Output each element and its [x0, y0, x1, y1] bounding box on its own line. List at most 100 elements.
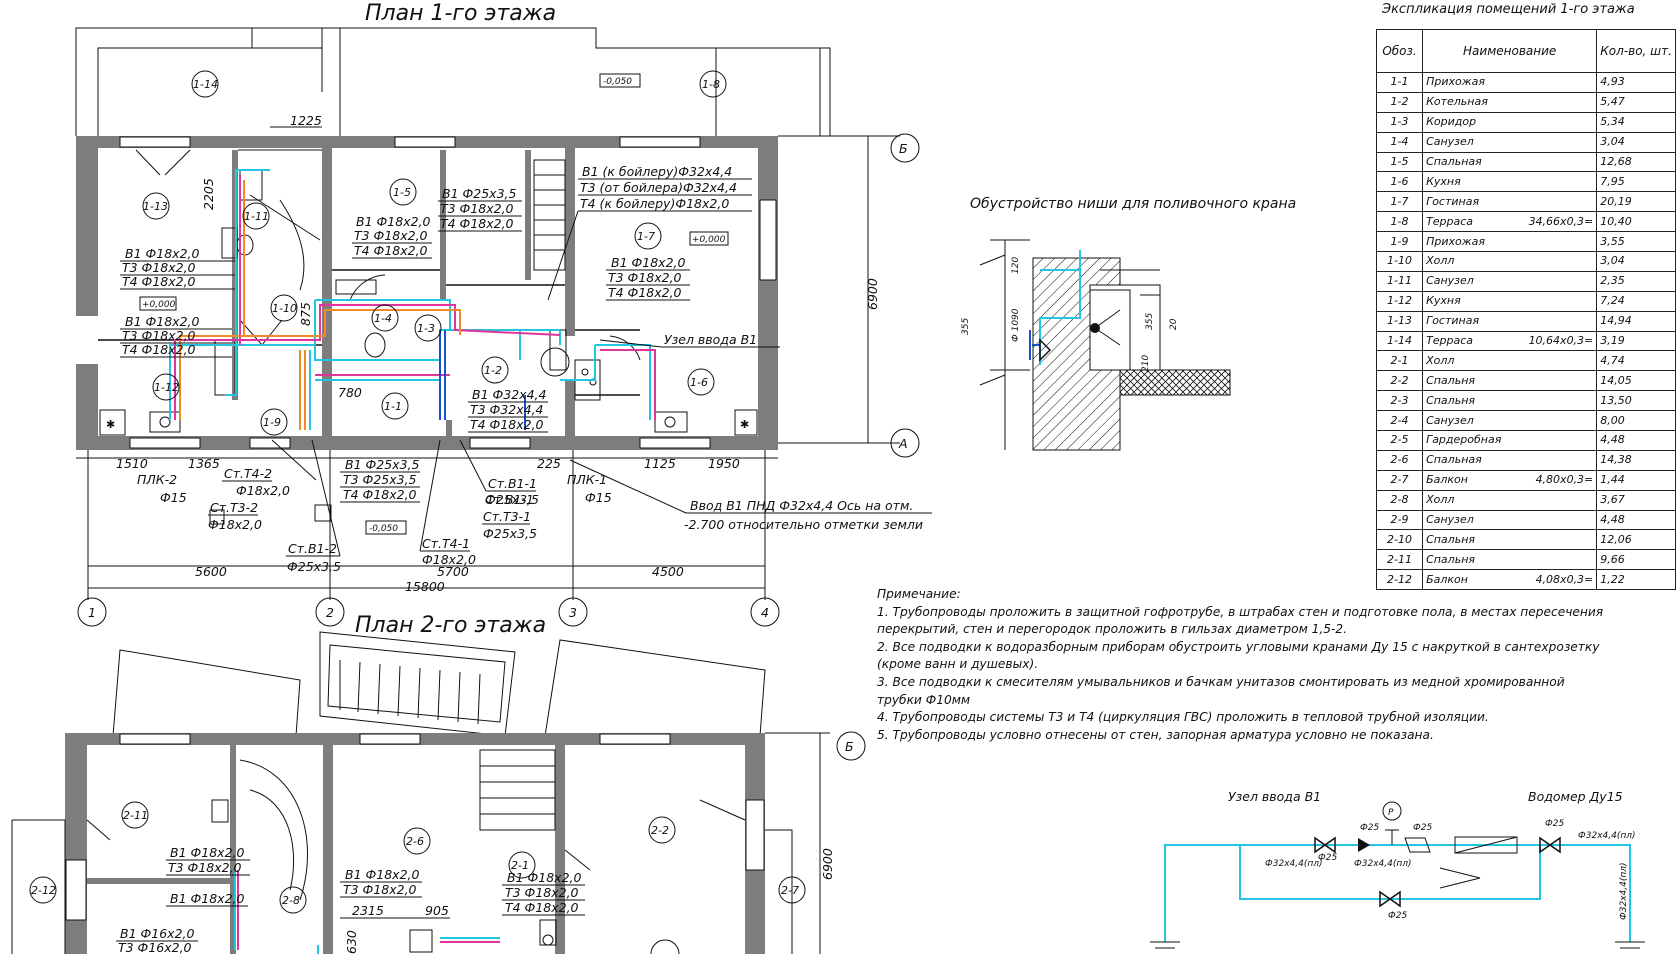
- cell-code: 2-2: [1375, 370, 1424, 392]
- svg-text:2-6: 2-6: [406, 835, 424, 848]
- cell-qty: 1,22: [1596, 569, 1676, 591]
- room-1-13: 1-13: [142, 192, 170, 220]
- svg-text:4500: 4500: [652, 564, 684, 579]
- room-name: Коридор: [1426, 115, 1477, 129]
- note-line: 5. Трубопроводы условно отнесены от стен…: [877, 727, 1434, 742]
- room-1-7: 1-7: [634, 222, 662, 250]
- plan1-terraces: [75, 27, 831, 136]
- cell-code: 2-7: [1375, 469, 1424, 491]
- svg-text:Ст.В1-2: Ст.В1-2: [288, 541, 337, 556]
- area-formula: 10,64х0,3=: [1528, 334, 1594, 348]
- svg-text:1510: 1510: [116, 456, 148, 471]
- cell-code: 2-12: [1375, 569, 1424, 591]
- room-name: Гостиная: [1426, 194, 1480, 208]
- cell-code: 1-12: [1375, 290, 1424, 312]
- svg-text:355: 355: [961, 318, 971, 335]
- svg-text:Ст.Т4-1: Ст.Т4-1: [422, 536, 470, 551]
- cell-code: 2-4: [1375, 410, 1424, 432]
- cell-qty: 5,47: [1596, 91, 1676, 113]
- room-1-11: 1-11: [242, 202, 270, 230]
- room-name: Спальня: [1426, 532, 1475, 546]
- svg-text:Ст.Т3-2: Ст.Т3-2: [210, 500, 258, 515]
- cell-name: Гостиная: [1422, 191, 1598, 213]
- svg-text:Т3 Ф18х2,0: Т3 Ф18х2,0: [343, 882, 417, 897]
- svg-text:2: 2: [326, 605, 334, 620]
- cell-name: Кухня: [1422, 171, 1598, 193]
- svg-text:Узел ввода В1: Узел ввода В1: [1228, 789, 1321, 804]
- plan2-title: План 2-го этажа: [355, 613, 546, 638]
- room-name: Балкон: [1426, 473, 1468, 487]
- cell-code: 1-4: [1375, 131, 1424, 153]
- svg-text:В1 Ф18х2,0: В1 Ф18х2,0: [507, 870, 581, 885]
- cell-code: 2-9: [1375, 509, 1424, 531]
- svg-text:Р: Р: [1388, 808, 1394, 818]
- cell-name: Спальня: [1422, 390, 1598, 412]
- room-name: Кухня: [1426, 174, 1461, 188]
- room-name: Санузел: [1426, 135, 1474, 149]
- svg-text:5700: 5700: [437, 564, 469, 579]
- svg-text:2-8: 2-8: [282, 894, 300, 907]
- cell-qty: 13,50: [1596, 390, 1676, 412]
- notes-heading: Примечание:: [877, 587, 961, 601]
- svg-text:В1 Ф18х2,0: В1 Ф18х2,0: [356, 214, 430, 229]
- svg-text:1-7: 1-7: [637, 230, 655, 243]
- plan1-stairs: [238, 149, 566, 291]
- svg-text:3: 3: [569, 605, 577, 620]
- cell-code: 1-1: [1375, 72, 1424, 93]
- svg-text:Т4 Ф18х2,0: Т4 Ф18х2,0: [343, 487, 417, 502]
- svg-text:ПЛК-2: ПЛК-2: [137, 472, 177, 487]
- svg-text:Ф 10: Ф 10: [1011, 320, 1021, 342]
- cell-code: 1-13: [1375, 310, 1424, 332]
- svg-text:✱: ✱: [106, 418, 115, 431]
- svg-text:Б: Б: [845, 739, 854, 754]
- svg-text:-0,050: -0,050: [369, 524, 398, 534]
- svg-text:1-5: 1-5: [393, 186, 411, 199]
- svg-text:Ф18х2,0: Ф18х2,0: [208, 517, 262, 532]
- svg-text:355: 355: [1145, 313, 1155, 330]
- svg-text:875: 875: [298, 302, 313, 326]
- room-name: Санузел: [1426, 274, 1474, 288]
- room-2-2: 2-2: [648, 816, 676, 844]
- svg-text:Б: Б: [899, 141, 908, 156]
- cell-name: Спальная: [1422, 151, 1598, 173]
- svg-text:Ф25: Ф25: [1318, 853, 1337, 863]
- svg-text:Т3 Ф18х2,0: Т3 Ф18х2,0: [122, 328, 196, 343]
- svg-text:В1 Ф18х2,0: В1 Ф18х2,0: [125, 314, 199, 329]
- svg-text:90: 90: [1011, 308, 1021, 320]
- note-line: 4. Трубопроводы системы Т3 и Т4 (циркуля…: [877, 710, 1489, 725]
- room-name: Балкон: [1426, 572, 1468, 586]
- room-name: Спальная: [1426, 155, 1482, 168]
- svg-text:Т4 Ф18х2,0: Т4 Ф18х2,0: [122, 342, 196, 357]
- svg-text:Ф15: Ф15: [585, 490, 612, 505]
- room-1-6: 1-6: [687, 368, 715, 396]
- cell-qty: 3,04: [1596, 251, 1676, 272]
- note-line: перекрытий, стен и перегородок проложить…: [877, 622, 1348, 637]
- explication-title: Экспликация помещений 1-го этажа: [1382, 2, 1635, 17]
- svg-text:Ф18х2,0: Ф18х2,0: [422, 552, 476, 567]
- svg-text:2-12: 2-12: [31, 884, 56, 897]
- cell-qty: 14,05: [1596, 370, 1676, 392]
- cell-code: 1-5: [1375, 151, 1424, 173]
- svg-text:1-13: 1-13: [143, 200, 168, 213]
- axis-markers: Б А 1 2 3 4: [77, 133, 920, 627]
- room-1-3: 1-3: [414, 314, 442, 342]
- cell-qty: 7,95: [1596, 171, 1676, 193]
- svg-text:1-12: 1-12: [154, 381, 179, 394]
- svg-text:1-10: 1-10: [272, 302, 297, 315]
- svg-text:Ф25: Ф25: [1360, 823, 1379, 833]
- cell-qty: 5,34: [1596, 111, 1676, 133]
- room-name: Гостиная: [1426, 314, 1480, 328]
- cell-qty: 4,48: [1596, 509, 1676, 531]
- cell-name: Кухня: [1422, 290, 1598, 312]
- svg-text:Т3 Ф25х3,5: Т3 Ф25х3,5: [343, 472, 417, 487]
- plan1-dimensions: 1225 2205 875 780 6900 1510 1365 225 112…: [76, 113, 920, 627]
